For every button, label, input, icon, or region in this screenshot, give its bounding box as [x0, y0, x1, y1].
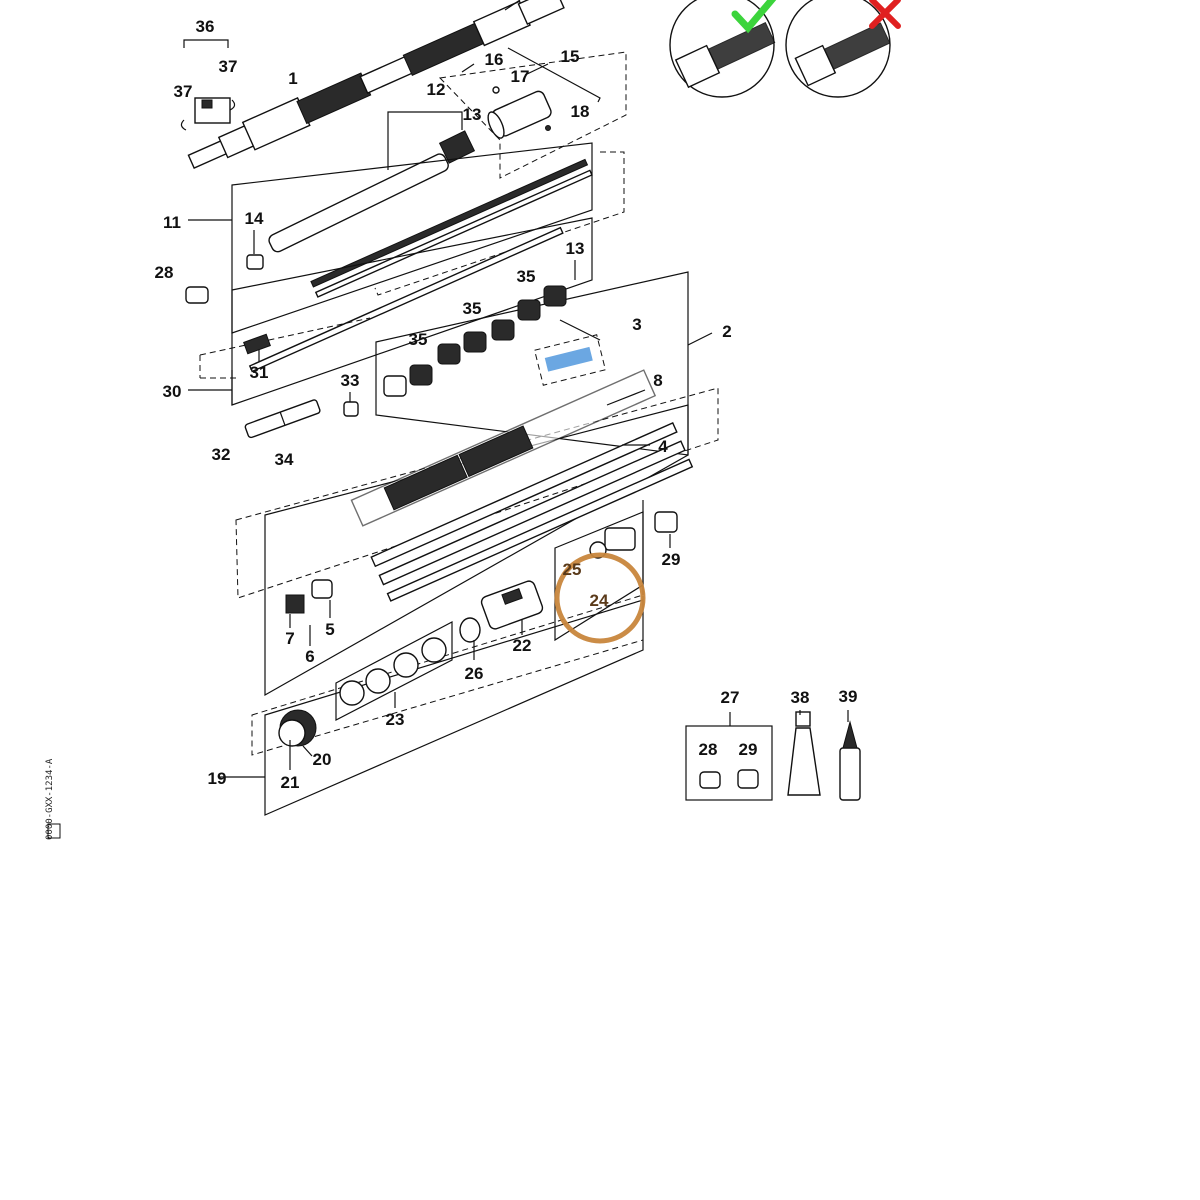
- part-32-pin: [244, 399, 321, 439]
- rings-23: [335, 621, 453, 721]
- part-39-oil-bottle: [839, 720, 861, 801]
- callout-20: 20: [313, 750, 332, 769]
- callout-30: 30: [163, 382, 182, 401]
- highlight-circle: [554, 552, 646, 644]
- callout-37: 37: [219, 57, 238, 76]
- part-36-clamp: [180, 39, 236, 131]
- box-11-shaft-group: [188, 142, 625, 334]
- callout-5: 5: [325, 620, 334, 639]
- callout-35: 35: [409, 330, 428, 349]
- part-5-sleeve: [311, 579, 333, 599]
- side-code-box: [47, 823, 61, 839]
- callout-22: 22: [513, 636, 532, 655]
- callout-36: 36: [196, 17, 215, 36]
- callout-33: 33: [341, 371, 360, 390]
- callout-8: 8: [653, 371, 662, 390]
- callout-29: 29: [662, 550, 681, 569]
- callout-11: 11: [163, 213, 181, 232]
- part-7-bearing: [285, 594, 305, 614]
- checkmark-icon: [731, 0, 777, 34]
- callout-35: 35: [463, 299, 482, 318]
- callout-25: 25: [563, 560, 582, 579]
- box-19-coupling: [218, 594, 644, 816]
- callout-24: 24: [590, 591, 609, 610]
- callout-29: 29: [739, 740, 758, 759]
- callout-34: 34: [275, 450, 294, 469]
- callout-37: 37: [174, 82, 193, 101]
- callout-31: 31: [250, 363, 269, 382]
- cross-icon: [869, 0, 901, 29]
- callout-7: 7: [285, 629, 294, 648]
- callout-1: 1: [288, 69, 297, 88]
- part-33-sleeve: [343, 401, 359, 417]
- inset-wrong: [785, 0, 901, 98]
- part-29-bushing: [654, 511, 678, 533]
- rollers-35: [383, 285, 567, 397]
- callout-3: 3: [632, 315, 641, 334]
- callout-19: 19: [208, 769, 227, 788]
- callout-28: 28: [699, 740, 718, 759]
- callout-4: 4: [658, 437, 668, 456]
- callout-2: 2: [722, 322, 731, 341]
- leader-lines: [253, 230, 849, 770]
- inset-correct: [669, 0, 777, 98]
- box-30-kit: [188, 317, 371, 391]
- part-1-drive-tube: [187, 0, 565, 169]
- callout-38: 38: [791, 688, 810, 707]
- callout-13: 13: [463, 105, 482, 124]
- callout-23: 23: [386, 710, 405, 729]
- callout-28: 28: [155, 263, 174, 282]
- part-38-grease-tube: [787, 711, 821, 796]
- part-28-bushing: [185, 286, 209, 304]
- callout-26: 26: [465, 664, 484, 683]
- callout-labels: 36 37 37 1 16 15 17 18 12 13 11 14 13 28…: [155, 17, 858, 792]
- callout-15: 15: [561, 47, 580, 66]
- callout-12: 12: [427, 80, 446, 99]
- callout-27: 27: [721, 688, 740, 707]
- part-12-rod: [268, 111, 476, 253]
- side-code: 0000-GXX-1234-A: [45, 758, 55, 840]
- box-27-kit: [685, 712, 773, 801]
- box-main-tube: [235, 369, 719, 697]
- callout-39: 39: [839, 687, 858, 706]
- callout-14: 14: [245, 209, 264, 228]
- callout-35: 35: [517, 267, 536, 286]
- callout-6: 6: [305, 647, 314, 666]
- box-rollers: [231, 217, 593, 406]
- callout-16: 16: [485, 50, 504, 69]
- callout-32: 32: [212, 445, 231, 464]
- callout-13: 13: [566, 239, 585, 258]
- callout-18: 18: [571, 102, 590, 121]
- callout-17: 17: [511, 67, 530, 86]
- callout-21: 21: [281, 773, 300, 792]
